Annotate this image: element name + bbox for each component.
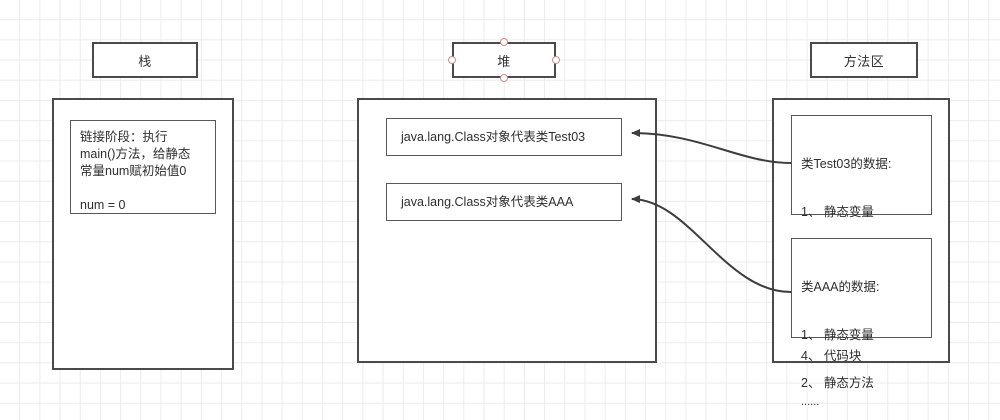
class-data-title-aaa: 类AAA的数据:	[801, 280, 880, 294]
selection-handle-bottom[interactable]	[500, 74, 508, 82]
heap-object-label-1: java.lang.Class对象代表类AAA	[401, 194, 574, 209]
stack-note[interactable]: 链接阶段：执行 main()方法，给静态 常量num赋初始值0 num = 0	[70, 120, 216, 214]
selection-handle-right[interactable]	[552, 56, 560, 64]
heap-object-label-0: java.lang.Class对象代表类Test03	[401, 129, 586, 144]
selection-handle-left[interactable]	[448, 56, 456, 64]
class-data-item: 1、 静态变量	[801, 328, 874, 342]
header-label-stack: 栈	[138, 53, 152, 69]
heap-object-box-0[interactable]: java.lang.Class对象代表类Test03	[386, 118, 622, 156]
class-data-ellipsis: ......	[801, 396, 820, 408]
header-label-heap: 堆	[497, 53, 511, 69]
class-data-item: 1、 静态变量	[801, 205, 874, 219]
header-box-heap[interactable]: 堆	[452, 42, 556, 78]
header-label-method-area: 方法区	[843, 53, 885, 69]
class-data-box-aaa[interactable]: 类AAA的数据: 1、 静态变量 2、 静态方法 3、 常量池 4、 代码块 .…	[791, 238, 932, 390]
class-data-item: 4、 代码块	[801, 349, 862, 363]
header-box-method-area[interactable]: 方法区	[810, 42, 918, 78]
header-box-stack[interactable]: 栈	[92, 42, 198, 78]
class-data-item: 2、 静态方法	[801, 376, 874, 390]
class-data-title-test03: 类Test03的数据:	[801, 157, 892, 171]
heap-object-box-1[interactable]: java.lang.Class对象代表类AAA	[386, 183, 622, 221]
selection-handle-top[interactable]	[500, 38, 508, 46]
class-data-box-test03[interactable]: 类Test03的数据: 1、 静态变量 2、 静态方法 3、 常量池 4、 代码…	[791, 115, 932, 408]
